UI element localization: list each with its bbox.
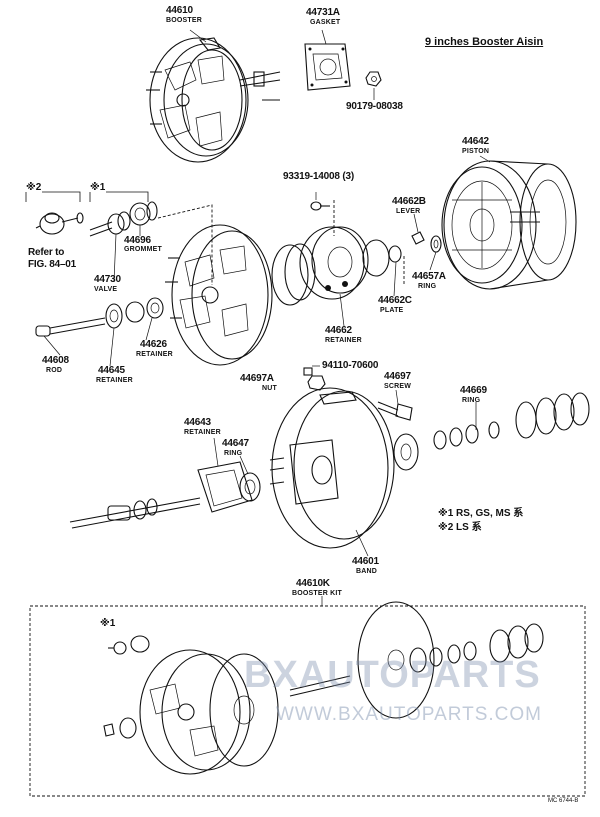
retainer-44643-drawing xyxy=(197,461,261,513)
part-name-44610: BOOSTER xyxy=(166,17,203,24)
retainer-44626-drawing xyxy=(125,297,164,323)
part-number-44669: 44669 xyxy=(460,385,487,396)
item2-valve-drawing xyxy=(35,212,84,235)
part-name-44643: RETAINER xyxy=(184,429,221,436)
part-name-44697: SCREW xyxy=(384,383,412,390)
part-name-44696: GROMMET xyxy=(124,246,162,253)
part-name-44657a: RING xyxy=(418,283,437,290)
part-number-44610: 44610 xyxy=(166,5,193,16)
part-name-44610k: BOOSTER KIT xyxy=(292,590,343,597)
part-number-44645: 44645 xyxy=(98,365,125,376)
refer-line-1: Refer to xyxy=(28,247,65,258)
booster-kit-box xyxy=(29,605,586,797)
piston-drawing xyxy=(441,160,577,290)
part-name-44626: RETAINER xyxy=(136,351,173,358)
part-name-44645: RETAINER xyxy=(96,377,133,384)
part-number-44642: 44642 xyxy=(462,136,489,147)
part-number-44730: 44730 xyxy=(94,274,121,285)
front-shell-drawing xyxy=(269,387,395,549)
part-number-44662: 44662 xyxy=(325,325,352,336)
note-1: ※1 RS, GS, MS 系 xyxy=(438,508,524,519)
part-name-44608: ROD xyxy=(46,367,63,374)
mark-brackets xyxy=(25,191,149,202)
part-name-44662c: PLATE xyxy=(380,307,404,314)
footer-code: MC 6744-B xyxy=(548,798,579,804)
part-number-44657a: 44657A xyxy=(412,271,446,282)
watermark-url: WWW.BXAUTOPARTS.COM xyxy=(276,704,543,725)
mark-1: ※1 xyxy=(90,182,106,193)
part-number-44662b: 44662B xyxy=(392,196,426,207)
part-name-44662: RETAINER xyxy=(325,337,362,344)
part-name-44662b: LEVER xyxy=(396,208,421,215)
valve-drawing xyxy=(89,211,131,237)
part-number-94110: 94110-70600 xyxy=(322,360,379,371)
retainer-44662-drawing xyxy=(271,200,369,306)
part-name-44731a: GASKET xyxy=(310,19,341,26)
part-number-44696: 44696 xyxy=(124,235,151,246)
mark-1-kit: ※1 xyxy=(100,618,116,629)
note-2: ※2 LS 系 xyxy=(438,522,482,533)
nut-screw-drawing xyxy=(303,367,413,421)
part-number-44626: 44626 xyxy=(140,339,167,350)
part-number-93319: 93319-14008 (3) xyxy=(283,171,354,182)
screw-93319-drawing xyxy=(310,192,330,211)
part-number-44647: 44647 xyxy=(222,438,249,449)
part-name-44730: VALVE xyxy=(94,286,118,293)
rod-drawing xyxy=(35,317,106,337)
push-rod-drawing xyxy=(69,497,201,529)
leader-lines xyxy=(43,29,491,557)
part-name-44642: PISTON xyxy=(462,148,490,155)
nut-90179-drawing xyxy=(365,71,382,100)
part-number-44697a: 44697A xyxy=(240,373,274,384)
part-number-44697: 44697 xyxy=(384,371,411,382)
part-number-44662c: 44662C xyxy=(378,295,412,306)
part-number-44601: 44601 xyxy=(352,556,379,567)
part-number-44608: 44608 xyxy=(42,355,69,366)
refer-line-2: FIG. 84–01 xyxy=(28,259,77,270)
part-number-44731a: 44731A xyxy=(306,7,340,18)
part-number-44643: 44643 xyxy=(184,417,211,428)
booster-kit-drawing xyxy=(103,601,544,775)
part-name-44697a: NUT xyxy=(262,385,277,392)
part-name-44647: RING xyxy=(224,450,243,457)
gasket-drawing xyxy=(304,43,351,91)
mark-2: ※2 xyxy=(26,182,42,193)
part-name-44601: BAND xyxy=(356,568,378,575)
booster-assembly-drawing xyxy=(146,37,281,163)
ring-plate-drawing xyxy=(362,231,442,286)
watermark-logo: BXAUTOPARTS xyxy=(244,654,541,696)
retainer-44645-drawing xyxy=(105,303,123,329)
rear-shell-drawing xyxy=(157,204,273,366)
diagram-title: 9 inches Booster Aisin xyxy=(425,36,544,48)
part-number-44610k: 44610K xyxy=(296,578,330,589)
part-name-44669: RING xyxy=(462,397,481,404)
part-number-90179: 90179-08038 xyxy=(346,101,403,112)
seal-rings-drawing xyxy=(393,392,590,471)
